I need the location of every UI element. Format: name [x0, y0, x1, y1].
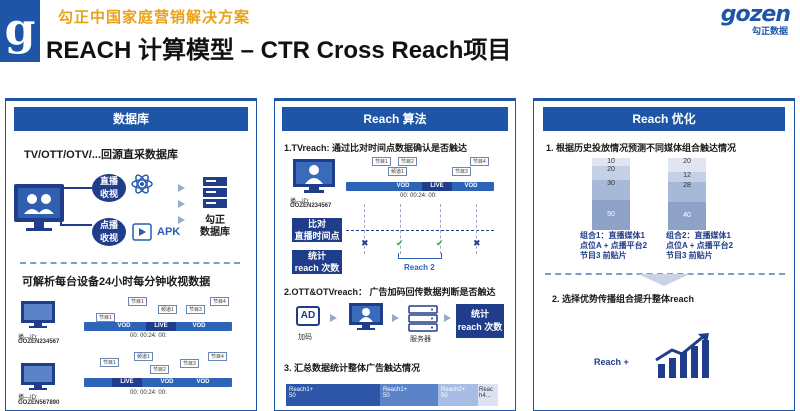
section-minute-data: 可解析每台设备24小时每分钟收视数据 — [22, 276, 211, 288]
monitor-user-icon — [349, 303, 383, 330]
page-subtitle: 勾正中国家庭营销解决方案 — [58, 9, 251, 26]
check-icon: ✔ — [436, 238, 444, 248]
server-caption: 服务器 — [410, 336, 431, 343]
tick-label: 节目2 — [150, 365, 169, 374]
tick-label: 节目3 — [452, 167, 471, 176]
play-icon — [132, 223, 152, 241]
monitor-icon — [21, 363, 55, 390]
step-ott-reach: 2.OTT&OTVreach： 广告加码回传数据判断是否触达 — [284, 287, 496, 297]
miss-icon: ✖ — [473, 238, 481, 248]
live-view-badge: 直播 收视 — [92, 174, 126, 202]
panel-header-reach-optimization: Reach 优化 — [543, 107, 785, 131]
ad-icon: AD — [296, 306, 320, 326]
tick-label: 频道1 — [158, 305, 177, 314]
stats-reach-box: 统计 reach 次数 — [292, 250, 342, 274]
tick-label: 节目4 — [210, 297, 229, 306]
marker-line — [400, 204, 402, 254]
panel-header-database: 数据库 — [14, 107, 248, 131]
monitor-user-icon — [293, 159, 335, 193]
tick-label: 节目3 — [186, 305, 205, 314]
arrow-right-icon — [178, 216, 185, 224]
arrow-right-icon — [444, 314, 451, 322]
stats-reach-box: 统计 reach 次数 — [456, 304, 504, 338]
monitor-users-icon — [14, 184, 64, 231]
compare-line — [346, 230, 494, 231]
step-summary: 3. 汇总数据统计整体广告触达情况 — [284, 363, 421, 373]
tick-label: 节目2 — [398, 157, 417, 166]
panel-header-reach-algorithm: Reach 算法 — [282, 107, 508, 131]
connector-line — [60, 187, 92, 199]
apk-label: APK — [157, 226, 181, 238]
compare-live-box: 比对 直播时间点 — [292, 218, 342, 242]
timeline-bar: VOD LIVE VOD — [84, 322, 232, 331]
section-source-db: TV/OTT/OTV/...回源直采数据库 — [24, 149, 178, 161]
gozen-db-label: 勾正 数据库 — [200, 215, 230, 238]
stacked-bar-combo2: 20 12 28 40 — [668, 158, 706, 230]
time-label: 00: 00:24: 00: — [130, 390, 167, 396]
stacked-bar-combo1: 10 20 30 50 — [592, 158, 630, 230]
arrow-right-icon — [392, 314, 399, 322]
connector-line — [60, 214, 92, 226]
reach2-label: Reach 2 — [404, 263, 435, 272]
monitor-icon — [21, 301, 55, 328]
tick-label: 节目1 — [100, 358, 119, 367]
arrow-right-icon — [178, 200, 185, 208]
summary-seg: Reach1+50 — [380, 384, 438, 406]
device-id-prefix: 播—ID: — [290, 199, 310, 205]
arrow-down-icon — [638, 274, 690, 286]
tick-label: 节目1 — [96, 313, 115, 322]
arrow-right-icon — [330, 314, 337, 322]
tick-label: 节目1 — [128, 297, 147, 306]
reach-bracket — [398, 253, 442, 259]
tick-label: 节目4 — [470, 157, 489, 166]
divider — [20, 262, 240, 264]
summary-seg: Reach2+50 — [438, 384, 478, 406]
server-icon — [408, 305, 438, 332]
check-icon: ✔ — [396, 238, 404, 248]
tick-label: 频道1 — [134, 352, 153, 361]
miss-icon: ✖ — [361, 238, 369, 248]
device-id-prefix: 播—ID: — [18, 335, 38, 341]
atom-icon — [131, 174, 153, 194]
growth-chart-icon — [655, 333, 709, 378]
step-predict: 1. 根据历史投放情况预测不同媒体组合触达情况 — [546, 143, 737, 153]
step-select: 2. 选择优势传播组合提升整体reach — [552, 294, 695, 304]
tick-label: 节目3 — [180, 359, 199, 368]
tick-label: 频道1 — [388, 167, 407, 176]
brand-logo: gozen — [720, 2, 791, 27]
database-icon — [203, 177, 227, 208]
time-label: 00: 00:24: 00: — [400, 193, 437, 199]
ad-caption: 加码 — [298, 334, 312, 341]
device-id: GOZEN234567 — [290, 203, 332, 209]
tick-label: 节目4 — [208, 352, 227, 361]
combo2-label: 组合2：直播媒体1 点位A + 点播平台2 节目3 前贴片 — [666, 231, 734, 260]
panel-reach-optimization — [533, 98, 795, 411]
marker-line — [364, 204, 366, 254]
device-id: GOZEN567890 — [18, 400, 60, 406]
timeline-bar: LIVE VOD VOD — [84, 378, 232, 387]
gozen-logo: g — [0, 0, 40, 62]
brand-subtitle: 勾正数据 — [751, 26, 788, 36]
marker-line — [440, 204, 442, 254]
tick-label: 节目1 — [372, 157, 391, 166]
summary-seg: Reach1+50 — [286, 384, 380, 406]
arrow-right-icon — [178, 184, 185, 192]
page-title: REACH 计算模型 – CTR Cross Reach项目 — [46, 37, 512, 64]
reach-plus-label: Reach + — [594, 357, 629, 367]
step-tv-reach: 1.TVreach: 通过比对时间点数据确认是否触达 — [284, 143, 468, 153]
vod-view-badge: 点播 收视 — [92, 218, 126, 246]
timeline-bar: VOD LIVE VOD — [346, 182, 494, 191]
time-label: 00: 00:24: 00: — [130, 333, 167, 339]
device-id-prefix: 播—ID: — [18, 395, 38, 401]
device-id: GOZEN234567 — [18, 339, 60, 345]
marker-line — [476, 204, 478, 254]
combo1-label: 组合1：直播媒体1 点位A + 点播平台2 节目3 前贴片 — [580, 231, 648, 260]
